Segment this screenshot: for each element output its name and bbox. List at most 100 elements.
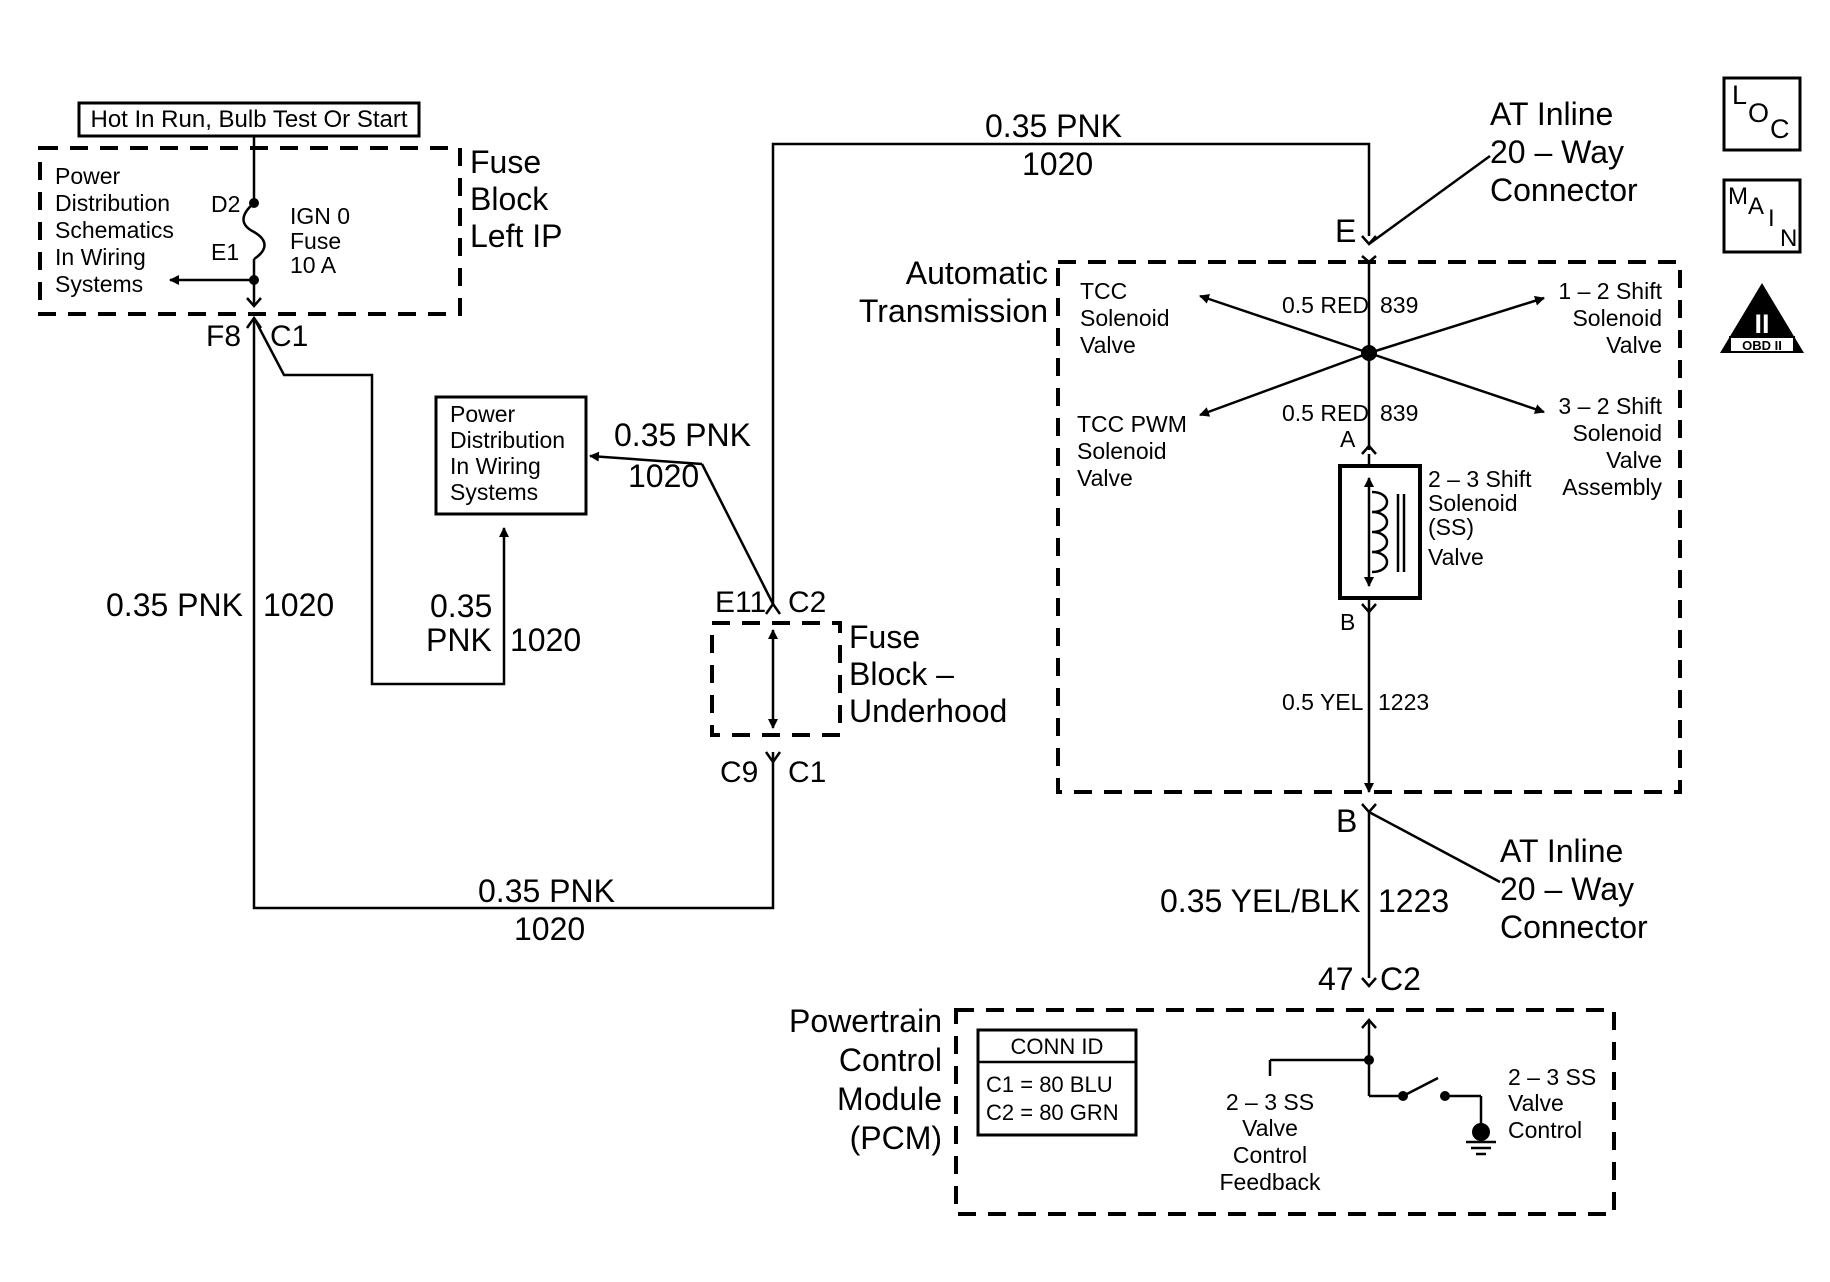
svg-text:2 – 3 SS: 2 – 3 SS	[1508, 1064, 1596, 1090]
svg-text:Assembly: Assembly	[1562, 474, 1662, 500]
svg-text:47: 47	[1318, 961, 1354, 997]
svg-text:AT Inline: AT Inline	[1490, 96, 1613, 132]
svg-text:1020: 1020	[263, 587, 334, 623]
svg-text:C1: C1	[270, 320, 308, 353]
svg-text:B: B	[1336, 803, 1357, 839]
conn-id-table: CONN ID C1 = 80 BLU C2 = 80 GRN	[976, 1028, 1138, 1137]
svg-text:2 – 3 Shift: 2 – 3 Shift	[1428, 466, 1532, 492]
svg-text:1020: 1020	[1022, 146, 1093, 182]
svg-text:1 – 2 Shift: 1 – 2 Shift	[1558, 278, 1662, 304]
hot-in-run-label: Hot In Run, Bulb Test Or Start	[77, 101, 421, 138]
svg-text:TCC: TCC	[1080, 278, 1127, 304]
svg-text:0.5 YEL: 0.5 YEL	[1282, 689, 1364, 715]
ign0-fuse: IGN 0 Fuse 10 A	[290, 203, 350, 278]
svg-text:Valve: Valve	[1606, 447, 1662, 473]
svg-text:Valve: Valve	[1606, 332, 1662, 358]
svg-text:AT Inline: AT Inline	[1500, 833, 1623, 869]
svg-text:839: 839	[1380, 400, 1418, 426]
svg-text:Transmission: Transmission	[859, 293, 1048, 329]
svg-text:Distribution: Distribution	[55, 190, 170, 216]
svg-text:20 – Way: 20 – Way	[1500, 871, 1634, 907]
svg-text:Hot In Run, Bulb Test Or Start: Hot In Run, Bulb Test Or Start	[90, 106, 407, 133]
svg-text:Block –: Block –	[849, 656, 954, 692]
ground-icon	[1466, 1123, 1496, 1156]
svg-text:PNK: PNK	[426, 622, 492, 658]
svg-text:Block: Block	[470, 181, 549, 217]
svg-text:Solenoid: Solenoid	[1428, 490, 1518, 516]
svg-text:C2: C2	[788, 586, 826, 619]
main-icon[interactable]: M A I N	[1722, 178, 1802, 254]
svg-text:C2 = 80 GRN: C2 = 80 GRN	[986, 1100, 1119, 1125]
svg-text:Connector: Connector	[1500, 909, 1648, 945]
svg-text:Powertrain: Powertrain	[789, 1003, 942, 1039]
svg-text:1020: 1020	[510, 622, 581, 658]
svg-text:2 – 3 SS: 2 – 3 SS	[1226, 1089, 1314, 1115]
svg-text:CONN ID: CONN ID	[1011, 1034, 1104, 1059]
svg-text:C1 = 80 BLU: C1 = 80 BLU	[986, 1072, 1113, 1097]
wire-1020-left: 0.35 PNK 1020 0.35 PNK 1020 0.35 PNK 102…	[106, 317, 775, 947]
svg-text:D2: D2	[211, 191, 240, 217]
svg-text:Solenoid: Solenoid	[1572, 305, 1662, 331]
loc-icon[interactable]: L O C	[1722, 76, 1802, 152]
svg-text:Automatic: Automatic	[906, 255, 1048, 291]
svg-text:Solenoid: Solenoid	[1080, 305, 1170, 331]
svg-text:C9: C9	[720, 756, 758, 789]
svg-text:OBD II: OBD II	[1742, 338, 1782, 353]
svg-text:Valve: Valve	[1508, 1090, 1564, 1116]
svg-text:Fuse: Fuse	[849, 619, 920, 655]
svg-text:C1: C1	[788, 756, 826, 789]
svg-text:839: 839	[1380, 292, 1418, 318]
svg-text:O: O	[1748, 98, 1769, 128]
wire-1020-top: 0.35 PNK 1020 0.35 PNK 1020	[589, 108, 1371, 605]
svg-text:N: N	[1780, 225, 1797, 252]
svg-text:0.35 PNK: 0.35 PNK	[106, 587, 243, 623]
svg-text:Distribution: Distribution	[450, 427, 565, 453]
svg-text:A: A	[1748, 193, 1764, 220]
obd-ii-icon[interactable]: II OBD II	[1720, 283, 1804, 353]
svg-text:I: I	[1768, 205, 1775, 232]
svg-text:E11: E11	[715, 586, 766, 619]
svg-text:0.35 YEL/BLK: 0.35 YEL/BLK	[1160, 883, 1360, 919]
svg-text:Valve: Valve	[1428, 544, 1484, 570]
svg-text:C: C	[1770, 114, 1790, 144]
svg-text:Left IP: Left IP	[470, 218, 563, 254]
svg-text:Feedback: Feedback	[1219, 1169, 1321, 1195]
svg-text:3 – 2 Shift: 3 – 2 Shift	[1558, 393, 1662, 419]
svg-text:B: B	[1340, 609, 1355, 635]
svg-text:Valve: Valve	[1077, 465, 1133, 491]
svg-text:M: M	[1728, 183, 1748, 210]
svg-text:Valve: Valve	[1242, 1115, 1298, 1141]
shift-23-solenoid	[1338, 464, 1422, 600]
svg-text:Fuse: Fuse	[470, 144, 541, 180]
svg-text:Underhood: Underhood	[849, 693, 1007, 729]
svg-text:Fuse: Fuse	[290, 228, 341, 254]
fuse-block-left-ip: Fuse Block Left IP Power Distribution Sc…	[38, 136, 563, 353]
svg-text:Valve: Valve	[1080, 332, 1136, 358]
svg-text:Systems: Systems	[55, 271, 143, 297]
svg-text:Power: Power	[450, 401, 516, 427]
svg-text:20 – Way: 20 – Way	[1490, 134, 1624, 170]
fuse-block-underhood: E11 C2 C9 C1 Fuse Block – Underhood	[710, 586, 1007, 789]
svg-text:0.5 RED: 0.5 RED	[1282, 400, 1369, 426]
svg-text:Systems: Systems	[450, 479, 538, 505]
svg-text:0.35 PNK: 0.35 PNK	[614, 417, 751, 453]
svg-text:(SS): (SS)	[1428, 514, 1474, 540]
power-dist-schematics-ref[interactable]: Power Distribution Schematics In Wiring …	[55, 163, 174, 297]
svg-text:Module: Module	[837, 1081, 942, 1117]
powertrain-control-module: Powertrain Control Module (PCM) CONN ID …	[789, 1003, 1616, 1216]
at-inline-connector-top: E AT Inline 20 – Way Connector	[1335, 96, 1638, 249]
svg-text:Control: Control	[839, 1042, 942, 1078]
svg-text:IGN 0: IGN 0	[290, 203, 350, 229]
svg-text:0.5 RED: 0.5 RED	[1282, 292, 1369, 318]
svg-text:1223: 1223	[1378, 689, 1429, 715]
svg-text:(PCM): (PCM)	[850, 1120, 942, 1156]
power-distribution-box[interactable]: Power Distribution In Wiring Systems	[434, 395, 588, 516]
svg-text:1223: 1223	[1378, 883, 1449, 919]
svg-text:1020: 1020	[628, 458, 699, 494]
svg-text:E1: E1	[211, 239, 239, 265]
svg-text:Control: Control	[1508, 1117, 1582, 1143]
at-inline-connector-bottom: B AT Inline 20 – Way Connector 0.35 YEL/…	[1160, 803, 1648, 997]
svg-text:F8: F8	[206, 320, 241, 353]
svg-text:E: E	[1335, 213, 1356, 249]
svg-text:Solenoid: Solenoid	[1572, 420, 1662, 446]
